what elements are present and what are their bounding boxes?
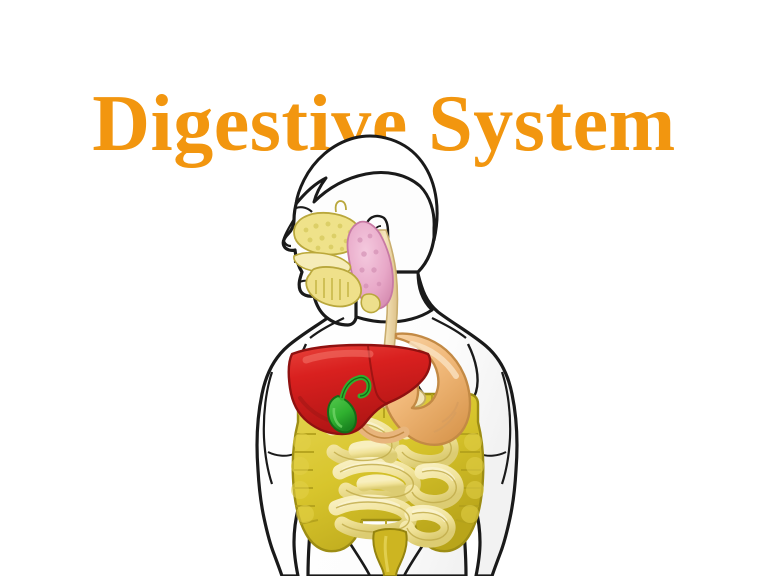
nose-line xyxy=(282,218,295,248)
rectum-organ xyxy=(372,528,408,576)
rectum-highlight xyxy=(383,535,390,573)
face-profile-lines xyxy=(295,206,313,213)
liver-highlight xyxy=(302,349,374,364)
organ-name-salivary-glands: Salivary glands xyxy=(40,16,41,17)
clavicle-right xyxy=(431,317,467,339)
arm-right-inner xyxy=(500,371,512,485)
stomach-highlight xyxy=(409,341,459,379)
stomach-rugae xyxy=(433,401,459,433)
clavicle-left xyxy=(309,317,345,339)
hair-outline xyxy=(294,134,439,242)
liver-organ xyxy=(287,343,432,436)
digestive-system-figure: Digestive System xyxy=(236,122,536,576)
liver-lobe-division xyxy=(367,345,389,405)
arm-left-inner xyxy=(262,371,274,485)
gallbladder-organ xyxy=(326,375,372,434)
tongue-and-sublingual-glands xyxy=(293,251,381,314)
organ-name-list: Salivary glands Parotid gland Tongue Eso… xyxy=(0,16,41,17)
